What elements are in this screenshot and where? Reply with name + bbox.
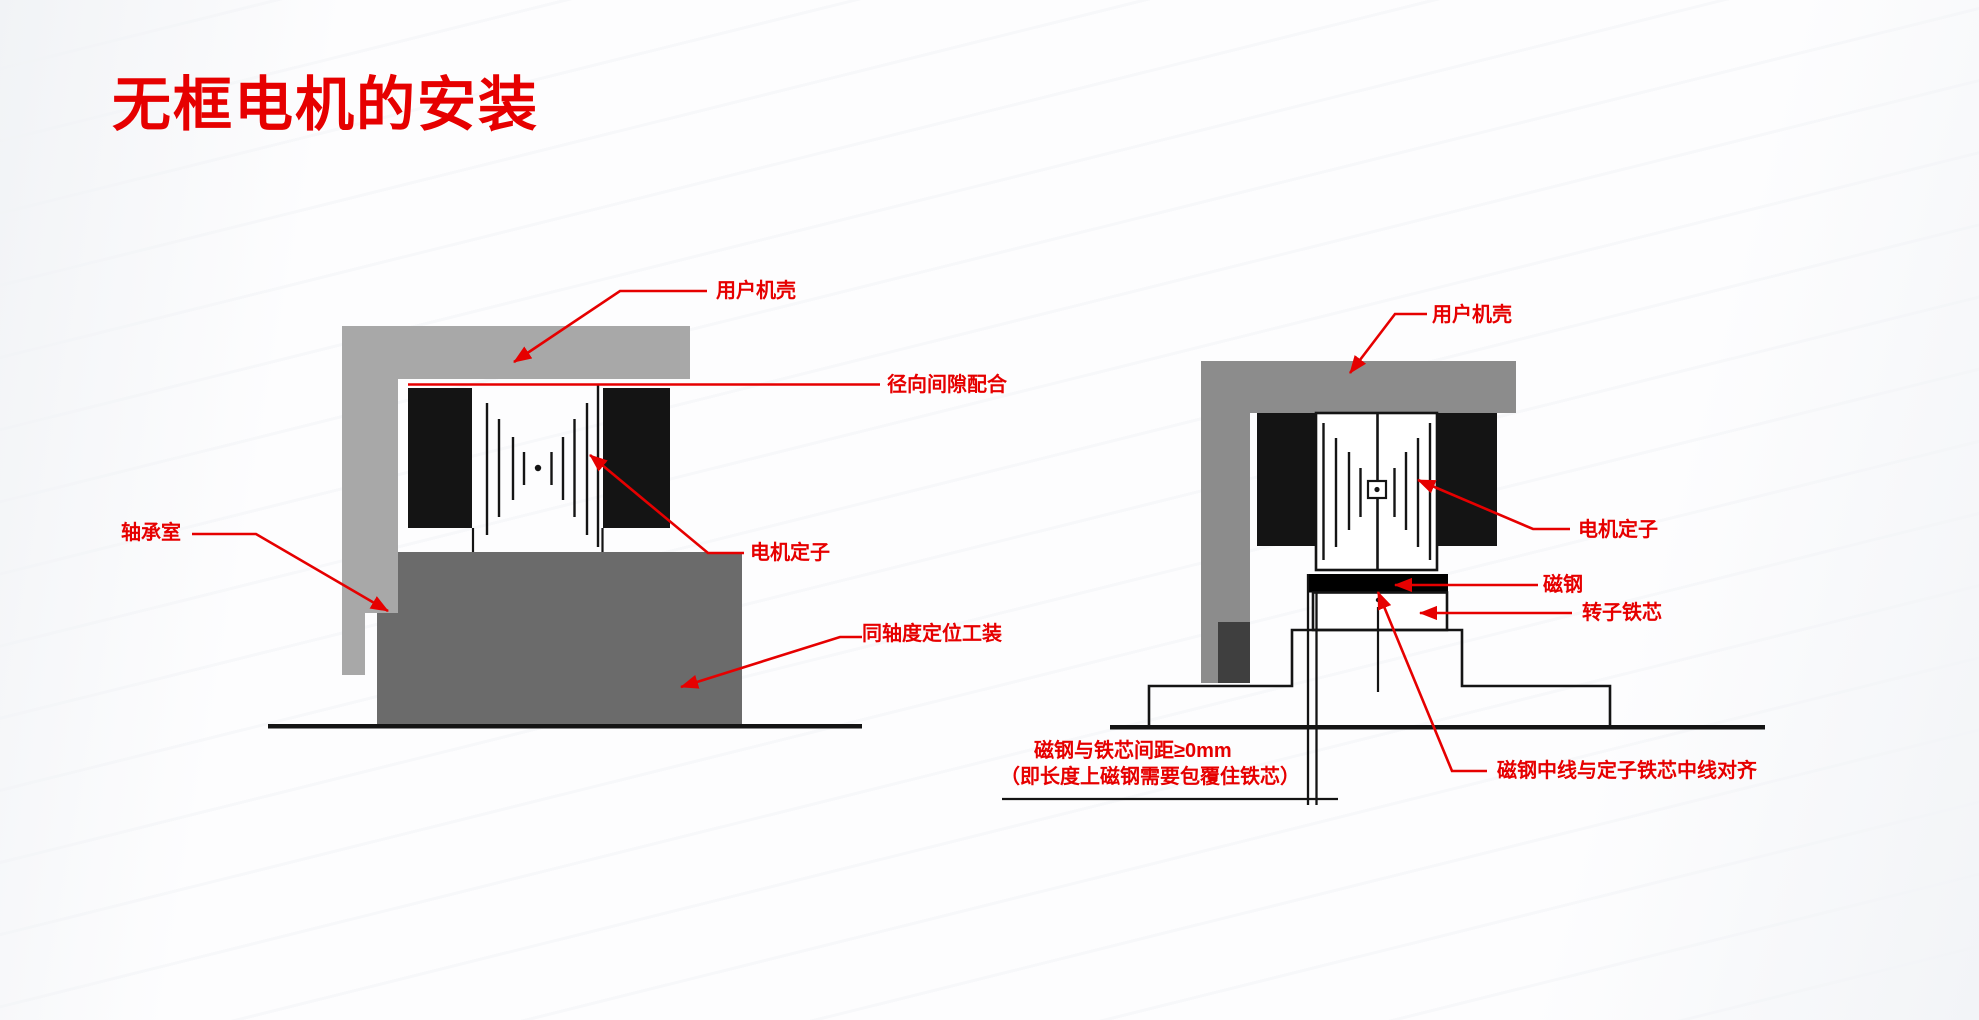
right-ground-line bbox=[1110, 725, 1765, 730]
left-stator-left-block bbox=[408, 388, 472, 528]
label-coaxial-fixture: 同轴度定位工装 bbox=[862, 623, 1002, 645]
label-radial-clearance: 径向间隙配合 bbox=[887, 374, 1007, 396]
label-magnet: 磁钢 bbox=[1543, 574, 1583, 596]
label-centerline-alignment: 磁钢中线与定子铁芯中线对齐 bbox=[1497, 760, 1757, 782]
label-left-user-housing: 用户机壳 bbox=[716, 280, 796, 302]
left-stator-right-block bbox=[603, 388, 670, 528]
left-fixture-step bbox=[377, 613, 398, 725]
left-diagram bbox=[192, 289, 880, 729]
label-right-motor-stator: 电机定子 bbox=[1578, 519, 1658, 541]
label-rotor-core: 转子铁芯 bbox=[1582, 602, 1662, 624]
label-bearing-chamber: 轴承室 bbox=[121, 522, 181, 544]
magnet-strip bbox=[1308, 574, 1448, 593]
label-left-motor-stator: 电机定子 bbox=[750, 542, 830, 564]
left-center-dot bbox=[534, 464, 542, 472]
right-center-dot bbox=[1374, 486, 1380, 493]
left-housing-leg-lower bbox=[342, 613, 365, 675]
label-gap-note-line2: （即长度上磁钢需要包覆住铁芯） bbox=[1000, 766, 1300, 788]
leader-coaxial-fixture bbox=[680, 635, 862, 689]
leader-right-user-housing bbox=[1348, 312, 1427, 374]
leader-left-motor-stator bbox=[589, 453, 744, 555]
leader-right-motor-stator bbox=[1417, 478, 1570, 531]
leader-left-user-housing bbox=[513, 289, 707, 364]
right-leg-dark-block bbox=[1218, 622, 1250, 683]
leader-centerline-alignment bbox=[1376, 591, 1487, 773]
right-diagram bbox=[1002, 312, 1765, 805]
left-housing-left-leg bbox=[342, 326, 398, 613]
right-winding-lines bbox=[1322, 423, 1432, 560]
left-fixture-base bbox=[398, 552, 742, 725]
label-right-user-housing: 用户机壳 bbox=[1432, 304, 1512, 326]
page-title: 无框电机的安装 bbox=[112, 72, 540, 138]
left-ground-line bbox=[268, 724, 862, 729]
label-gap-note-line1: 磁钢与铁芯间距≥0mm bbox=[1034, 740, 1232, 762]
left-winding-lines bbox=[485, 384, 600, 547]
leader-bearing-chamber bbox=[192, 532, 389, 613]
